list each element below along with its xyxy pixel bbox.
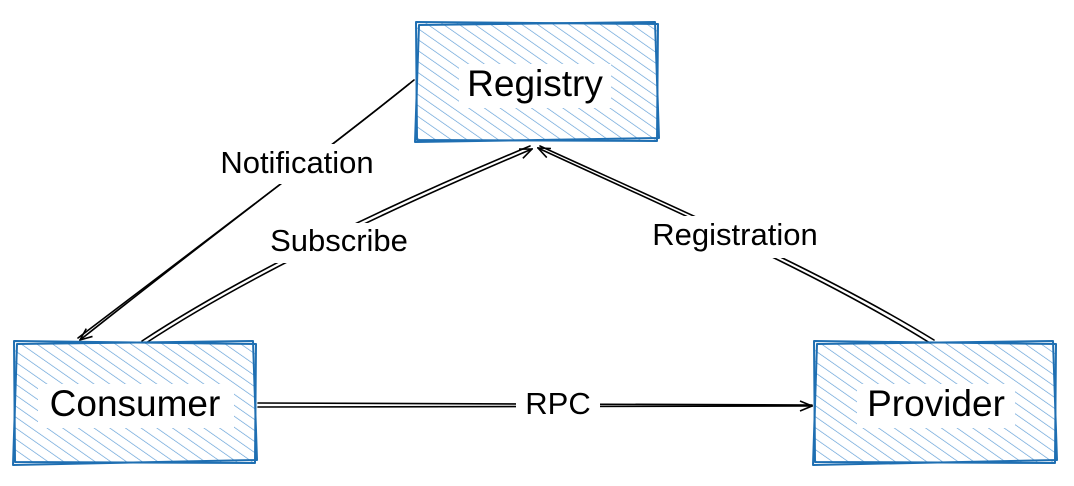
rpc-label-group: RPC: [516, 386, 600, 426]
notification-edge: [77, 79, 415, 340]
rpc-label: RPC: [525, 386, 590, 421]
registration-label: Registration: [652, 217, 817, 252]
provider-label: Provider: [867, 383, 1005, 424]
registry-node: Registry: [414, 21, 660, 143]
notification-label-group: Notification: [206, 144, 388, 184]
consumer-node: Consumer: [12, 340, 258, 466]
subscribe-label-group: Subscribe: [256, 223, 422, 263]
provider-node: Provider: [812, 340, 1058, 466]
registration-label-group: Registration: [636, 216, 834, 258]
consumer-label: Consumer: [50, 383, 221, 424]
registry-label: Registry: [467, 63, 603, 104]
notification-label: Notification: [220, 145, 373, 180]
subscribe-label: Subscribe: [270, 223, 408, 258]
